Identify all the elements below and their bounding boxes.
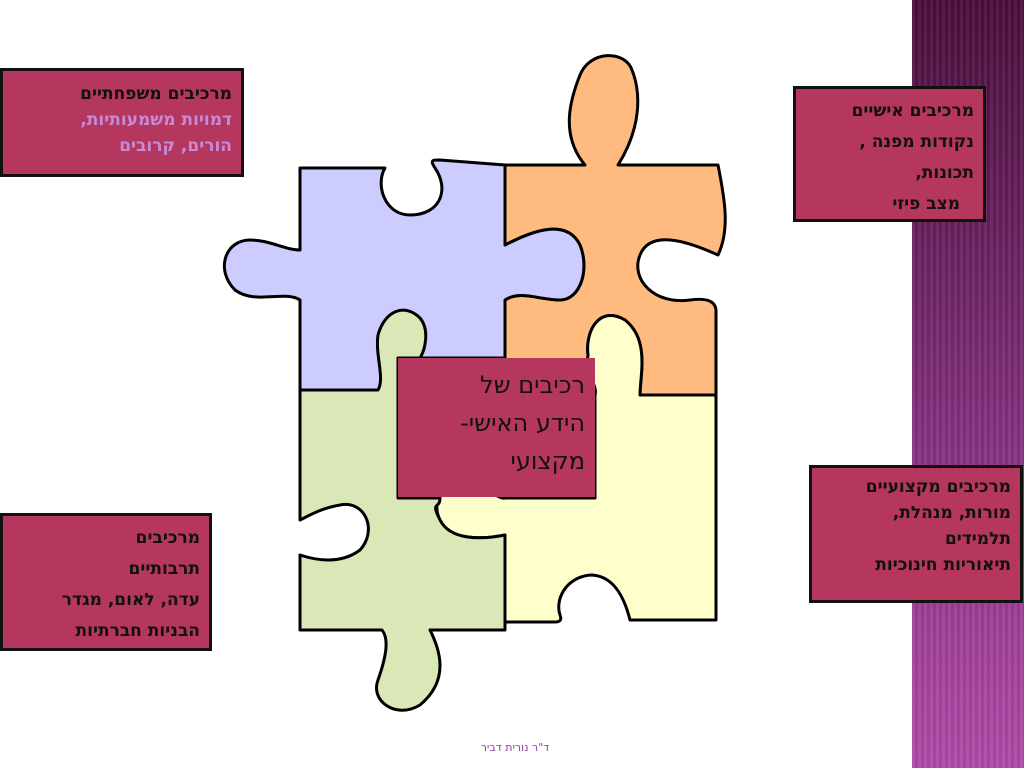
family-box-line-2: הורים, קרובים bbox=[119, 136, 232, 156]
footer-author: ד"ר נורית דביר bbox=[480, 741, 550, 754]
family-components-box: מרכיבים משפחתיים דמויות משמעותיות, הורים… bbox=[0, 68, 244, 177]
center-title-line-3: מקצועי bbox=[510, 447, 586, 475]
family-box-title: מרכיבים משפחתיים bbox=[80, 84, 232, 104]
cultural-box-line-2: תרבותיים bbox=[128, 559, 200, 579]
cultural-box-line-1: מרכיבים bbox=[135, 528, 200, 548]
professional-components-box: מרכיבים מקצועיים מורות, מנהלת, תלמידים ת… bbox=[809, 465, 1023, 603]
professional-box-line-3: תלמידים bbox=[944, 529, 1011, 549]
center-title: רכיבים של הידע האישי- מקצועי bbox=[398, 358, 595, 497]
personal-box-line-2: נקודות מפנה , bbox=[859, 132, 974, 152]
professional-box-line-1: מרכיבים מקצועיים bbox=[865, 477, 1011, 497]
personal-box-line-3: תכונות, bbox=[915, 163, 974, 183]
cultural-box-line-3: עדה, לאום, מגדר bbox=[61, 590, 200, 610]
center-title-line-1: רכיבים של bbox=[479, 371, 585, 399]
blue-piece bbox=[222, 158, 586, 392]
center-title-line-2: הידע האישי- bbox=[460, 409, 585, 437]
professional-box-line-4: תיאוריות חינוכיות bbox=[875, 555, 1011, 575]
personal-box-line-4: מצב פיזי bbox=[892, 194, 960, 214]
personal-components-box: מרכיבים אישיים נקודות מפנה , תכונות, מצב… bbox=[793, 86, 986, 222]
cultural-components-box: מרכיבים תרבותיים עדה, לאום, מגדר הבניות … bbox=[0, 513, 212, 651]
cultural-box-line-4: הבניות חברתיות bbox=[75, 621, 200, 641]
professional-box-line-2: מורות, מנהלת, bbox=[892, 503, 1011, 523]
personal-box-line-1: מרכיבים אישיים bbox=[851, 101, 974, 121]
family-box-line-1: דמויות משמעותיות, bbox=[80, 110, 232, 130]
green-piece bbox=[298, 308, 507, 712]
